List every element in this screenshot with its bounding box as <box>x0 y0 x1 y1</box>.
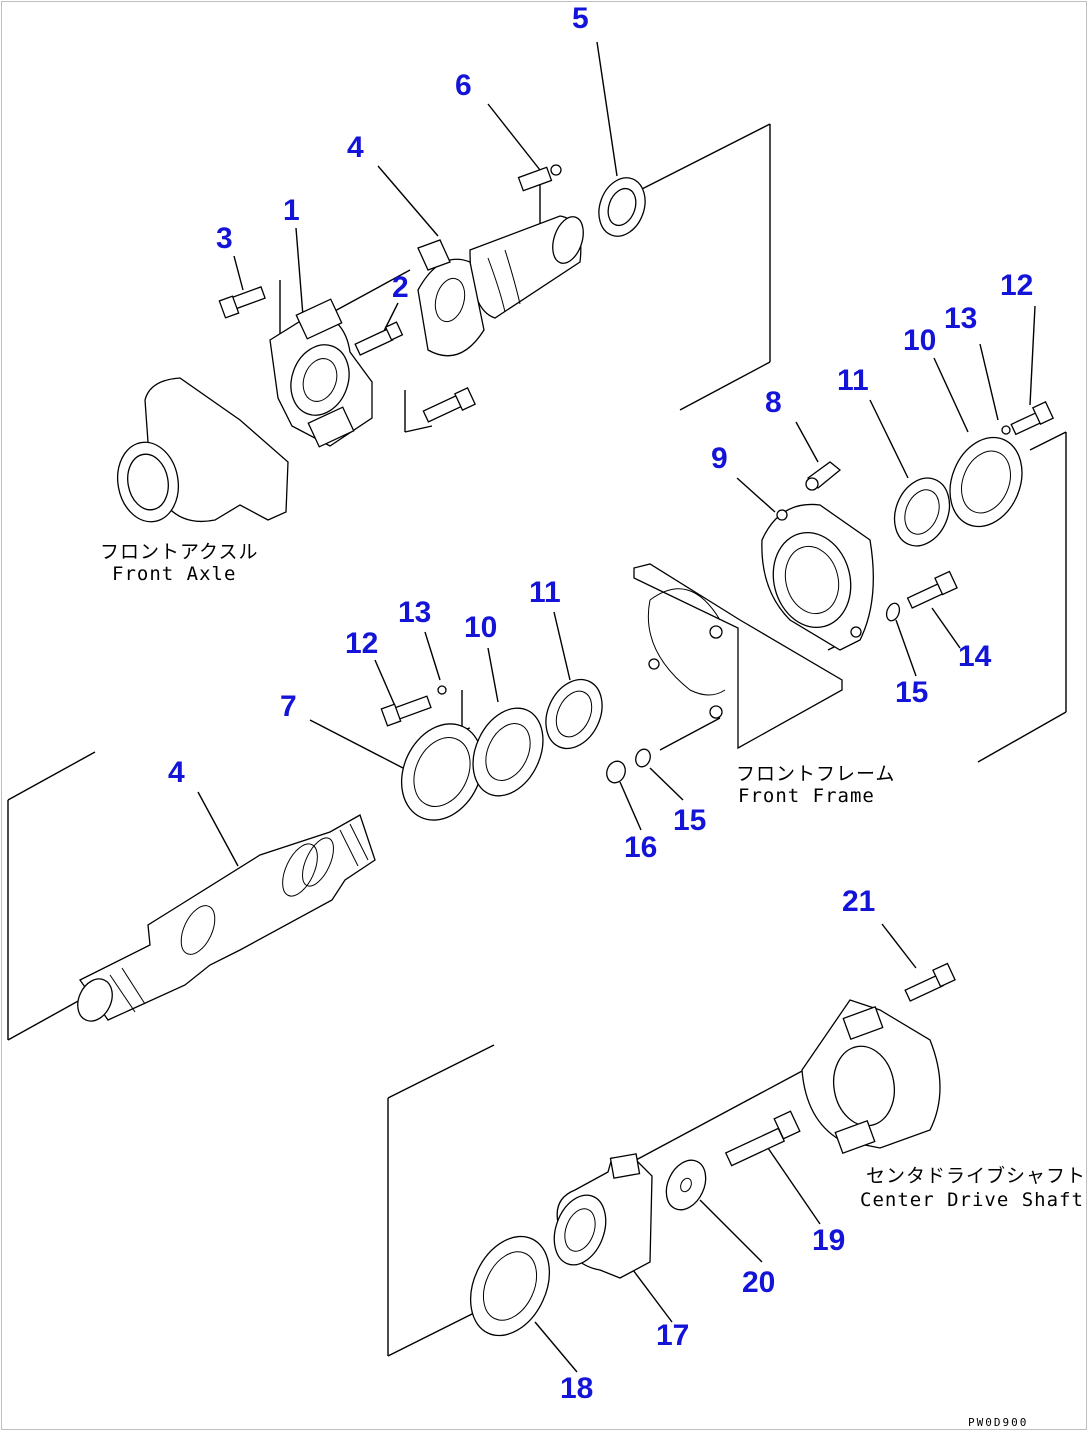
center-shaft-caption-en: Center Drive Shaft <box>860 1189 1084 1211</box>
callout-17: 17 <box>656 1319 689 1352</box>
callout-10-left: 10 <box>464 611 497 644</box>
bolt-14 <box>906 570 958 609</box>
callout-21: 21 <box>842 885 875 918</box>
callout-12-right: 12 <box>1000 269 1033 302</box>
seal-ring-5 <box>598 177 646 237</box>
bolt-3 <box>218 286 266 319</box>
callout-8: 8 <box>765 386 782 419</box>
front-frame-caption-en: Front Frame <box>738 785 875 807</box>
grease-fitting-6 <box>517 164 562 192</box>
callout-14: 14 <box>958 640 992 673</box>
front-axle-caption-jp: フロントアクスル <box>100 541 258 563</box>
cover-10-left <box>472 707 544 797</box>
callout-11-left: 11 <box>529 576 561 609</box>
callout-16: 16 <box>624 831 657 864</box>
front-frame-bracket <box>633 563 843 750</box>
drawing-code: PW0D900 <box>968 1416 1028 1429</box>
bolt-2 <box>354 321 404 356</box>
bolt-19 <box>724 1110 801 1167</box>
callout-9: 9 <box>711 442 728 475</box>
yoke-sleeve-4 <box>417 215 584 357</box>
bolt-lower-yoke <box>422 387 477 423</box>
washer-15-right <box>885 602 901 622</box>
callout-5: 5 <box>572 2 589 35</box>
callout-13-right: 13 <box>944 302 977 335</box>
callout-7: 7 <box>280 690 297 723</box>
bolt-21 <box>904 962 956 1002</box>
center-shaft-caption-jp: センタドライブシャフト <box>866 1164 1086 1187</box>
callout-11-right: 11 <box>837 364 869 397</box>
front-frame-caption-jp: フロントフレーム <box>736 763 895 785</box>
callout-18: 18 <box>560 1372 593 1405</box>
callout-4-upper: 4 <box>347 131 364 164</box>
bearing-housing-9 <box>761 503 874 651</box>
bearing-11-right <box>893 477 951 547</box>
front-axle-housing <box>117 377 289 523</box>
bolt-12-right <box>1001 401 1055 436</box>
splined-shaft-4 <box>77 814 376 1022</box>
seal-18 <box>470 1235 550 1337</box>
bolt-12-left <box>380 685 447 727</box>
center-drive-shaft-flange <box>801 999 941 1154</box>
cover-10-right <box>949 436 1023 528</box>
yoke-17 <box>553 1153 653 1279</box>
callout-3: 3 <box>216 222 233 255</box>
callout-2: 2 <box>392 271 409 304</box>
captions: フロントアクスル Front Axle フロントフレーム Front Frame… <box>100 541 1086 1429</box>
callout-4-lower: 4 <box>168 756 185 789</box>
callout-13-left: 13 <box>398 596 431 629</box>
washer-20 <box>665 1159 707 1211</box>
callout-10-right: 10 <box>903 324 936 357</box>
callout-20: 20 <box>742 1266 775 1299</box>
callout-labels: 5 6 4 1 3 2 12 13 10 11 8 9 11 13 10 12 … <box>168 2 1033 1405</box>
callout-19: 19 <box>812 1224 845 1257</box>
leader-lines <box>7 41 1067 1373</box>
front-axle-caption-en: Front Axle <box>112 563 236 585</box>
callout-6: 6 <box>455 69 472 102</box>
seal-7 <box>400 723 484 821</box>
callout-12-left: 12 <box>345 627 378 660</box>
callout-15-right: 15 <box>895 676 928 709</box>
grease-nipple-8 <box>805 461 842 491</box>
callout-1: 1 <box>283 194 300 227</box>
spider-joint-1 <box>269 298 373 448</box>
callout-15-left: 15 <box>673 804 706 837</box>
nut-16-washer-15 <box>606 748 651 784</box>
bearing-11-left <box>545 678 603 750</box>
